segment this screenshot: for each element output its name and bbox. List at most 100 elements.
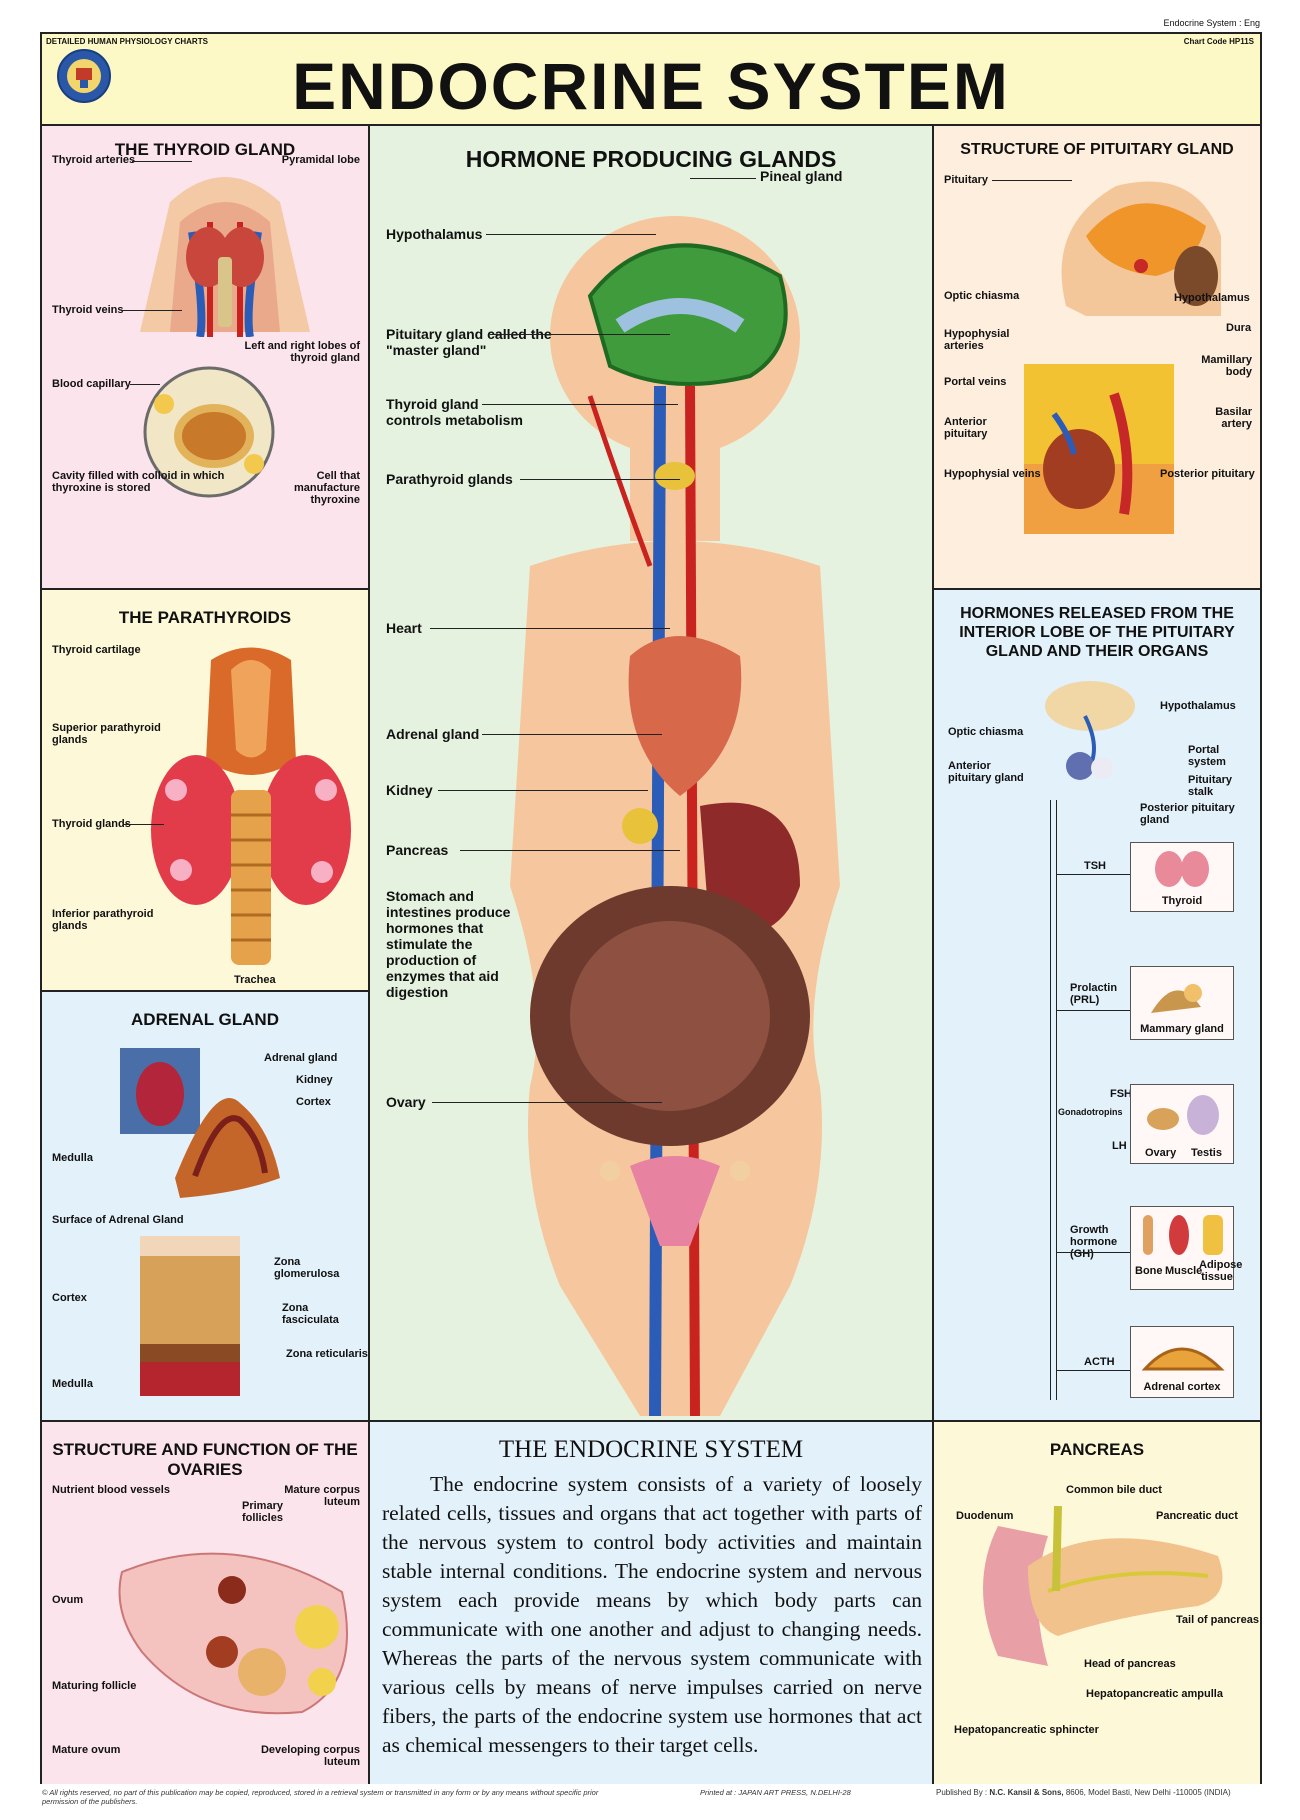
label-thyroid-cartilage: Thyroid cartilage bbox=[52, 644, 141, 656]
label-adrenal-surface: Surface of Adrenal Gland bbox=[52, 1214, 184, 1226]
label-superior-parathyroid: Superior parathyroid glands bbox=[52, 722, 161, 746]
text-panel-title: THE ENDOCRINE SYSTEM bbox=[498, 1436, 804, 1463]
bone-muscle-adipose-icon bbox=[1143, 1215, 1223, 1255]
thyroid-title: THE THYROID GLAND bbox=[114, 140, 296, 159]
leader-line bbox=[130, 384, 160, 385]
pituitary-small-illustration bbox=[1045, 681, 1135, 780]
label-bone: Bone bbox=[1135, 1265, 1163, 1277]
label-pineal-gland: Pineal gland bbox=[760, 168, 843, 184]
label-colloid-cavity: Cavity filled with colloid in which thyr… bbox=[52, 470, 225, 494]
leader-line bbox=[1056, 874, 1130, 875]
label-adrenal-gland: Adrenal gland bbox=[386, 726, 480, 742]
target-organ-gonads: Ovary Testis bbox=[1130, 1084, 1234, 1164]
target-organ-mammary: Mammary gland bbox=[1130, 966, 1234, 1040]
leader-line bbox=[482, 404, 678, 405]
label-kidney: Kidney bbox=[296, 1074, 333, 1086]
parathyroid-illustration bbox=[151, 647, 351, 965]
label-adrenal-cortex: Adrenal cortex bbox=[1143, 1381, 1221, 1393]
label-pancreas: Pancreas bbox=[386, 842, 449, 858]
label-fsh: FSH bbox=[1110, 1088, 1132, 1100]
target-organ-tissues: Bone Muscle Adipose tissue bbox=[1130, 1206, 1243, 1290]
hormones-panel: HORMONES RELEASED FROM THE INTERIOR LOBE… bbox=[934, 590, 1260, 1422]
publisher-name: N.C. Kansil & Sons, bbox=[989, 1788, 1064, 1797]
leader-line bbox=[1056, 1252, 1130, 1253]
thyroid-icon bbox=[1155, 851, 1209, 887]
label-posterior-pituitary: Posterior pituitary bbox=[1160, 468, 1255, 480]
label-medulla: Medulla bbox=[52, 1152, 93, 1164]
footer-publisher: Published By : N.C. Kansil & Sons, 8606,… bbox=[936, 1788, 1231, 1797]
tree-trunk-line bbox=[1056, 800, 1057, 1400]
leader-line bbox=[432, 1102, 662, 1103]
label-head-of-pancreas: Head of pancreas bbox=[1084, 1658, 1176, 1670]
target-organ-thyroid: Thyroid bbox=[1130, 842, 1234, 912]
adrenal-panel: ADRENAL GLAND Adrenal gland Kidney Corte… bbox=[42, 992, 370, 1422]
published-by-prefix: Published By : bbox=[936, 1788, 988, 1797]
leader-line bbox=[486, 234, 656, 235]
pituitary-structure-title: STRUCTURE OF PITUITARY GLAND bbox=[960, 141, 1234, 158]
label-prolactin: Prolactin (PRL) bbox=[1070, 982, 1118, 1006]
label-anterior-pituitary: Anterior pituitary bbox=[944, 416, 988, 440]
label-tail-of-pancreas: Tail of pancreas bbox=[1176, 1614, 1259, 1626]
label-thyroxine-cell: Cell that manufacture thyroxine bbox=[293, 470, 360, 506]
label-hypophysial-veins: Hypophysial veins bbox=[944, 468, 1041, 480]
label-parathyroid-glands: Parathyroid glands bbox=[386, 471, 513, 487]
label-mammary-gland: Mammary gland bbox=[1140, 1023, 1224, 1035]
leader-line bbox=[124, 824, 164, 825]
adrenal-cortex-icon bbox=[1141, 1347, 1225, 1371]
thyroid-neck-illustration bbox=[140, 177, 310, 337]
label-hypophysial-arteries: Hypophysial arteries bbox=[944, 328, 1010, 352]
parathyroids-panel: THE PARATHYROIDS Thyroid cartilage Super… bbox=[42, 590, 370, 992]
label-basilar-artery: Basilar artery bbox=[1215, 406, 1252, 430]
label-pituitary: Pituitary bbox=[944, 174, 989, 186]
label-maturing-follicle: Maturing follicle bbox=[52, 1680, 137, 1692]
target-organ-adrenal-cortex: Adrenal cortex bbox=[1130, 1326, 1234, 1398]
leader-line bbox=[122, 310, 182, 311]
label-kidney: Kidney bbox=[386, 782, 433, 798]
label-developing-corpus-luteum: Developing corpus luteum bbox=[260, 1744, 360, 1768]
label-mamillary-body: Mamillary body bbox=[1201, 354, 1252, 378]
top-right-caption: Endocrine System : Eng bbox=[1163, 18, 1260, 28]
pancreas-title: PANCREAS bbox=[1049, 1440, 1145, 1459]
label-common-bile-duct: Common bile duct bbox=[1066, 1484, 1162, 1496]
leader-line bbox=[1056, 1370, 1130, 1371]
thyroid-panel: THE THYROID GLAND Thyroid arteries Pyram… bbox=[42, 126, 370, 590]
label-muscle: Muscle bbox=[1165, 1265, 1203, 1277]
ovaries-panel: STRUCTURE AND FUNCTION OF THE OVARIES Nu… bbox=[42, 1422, 370, 1784]
label-adrenal-gland: Adrenal gland bbox=[264, 1052, 338, 1064]
label-ovum: Ovum bbox=[52, 1594, 84, 1606]
label-nutrient-vessels: Nutrient blood vessels bbox=[52, 1484, 170, 1496]
label-heart: Heart bbox=[386, 620, 422, 636]
label-zona-glomerulosa: Zona glomerulosa bbox=[274, 1256, 340, 1280]
center-panel: HORMONE PRODUCING GLANDS Pineal gland Hy… bbox=[370, 126, 934, 1422]
label-mature-corpus-luteum: Mature corpus luteum bbox=[284, 1484, 360, 1508]
label-lh: LH bbox=[1112, 1140, 1127, 1152]
endocrine-text-panel: THE ENDOCRINE SYSTEM The endocrine syste… bbox=[370, 1422, 934, 1784]
thyroid-follicle-illustration bbox=[143, 366, 275, 498]
label-thyroid: Thyroid bbox=[1161, 895, 1203, 907]
leader-line bbox=[490, 334, 670, 335]
leader-line bbox=[992, 180, 1072, 181]
label-pyramidal-lobe: Pyramidal lobe bbox=[281, 154, 360, 166]
label-mature-ovum: Mature ovum bbox=[52, 1744, 121, 1756]
label-portal-system: Portal system bbox=[1188, 744, 1226, 768]
leader-line bbox=[520, 479, 680, 480]
label-duodenum: Duodenum bbox=[956, 1510, 1014, 1522]
leader-line bbox=[1056, 1010, 1130, 1011]
leader-line bbox=[132, 161, 192, 162]
chart-code: Chart Code HP11S bbox=[1183, 37, 1254, 46]
label-gonadotropins: Gonadotropins bbox=[1058, 1107, 1123, 1117]
label-posterior-pituitary-gland: Posterior pituitary gland bbox=[1140, 802, 1235, 826]
parathyroids-title: THE PARATHYROIDS bbox=[118, 608, 292, 627]
label-pancreatic-duct: Pancreatic duct bbox=[1156, 1510, 1238, 1522]
label-thyroid-glands: Thyroid glands bbox=[52, 818, 131, 830]
footer-rights: © All rights reserved, no part of this p… bbox=[42, 1788, 599, 1806]
pituitary-structure-panel: STRUCTURE OF PITUITARY GLAND Pituitary O… bbox=[934, 126, 1260, 590]
endocrine-description: The endocrine system consists of a varie… bbox=[382, 1472, 922, 1757]
hormones-title: HORMONES RELEASED FROM THE INTERIOR LOBE… bbox=[959, 605, 1235, 660]
publisher-logo bbox=[57, 49, 111, 103]
publisher-address: 8606, Model Basti, New Delhi -110005 (IN… bbox=[1065, 1788, 1231, 1797]
label-optic-chiasma: Optic chiasma bbox=[948, 726, 1024, 738]
ovary-testis-icon bbox=[1147, 1095, 1219, 1135]
label-adipose-tissue: Adipose tissue bbox=[1199, 1259, 1243, 1283]
label-trachea: Trachea bbox=[234, 974, 276, 986]
